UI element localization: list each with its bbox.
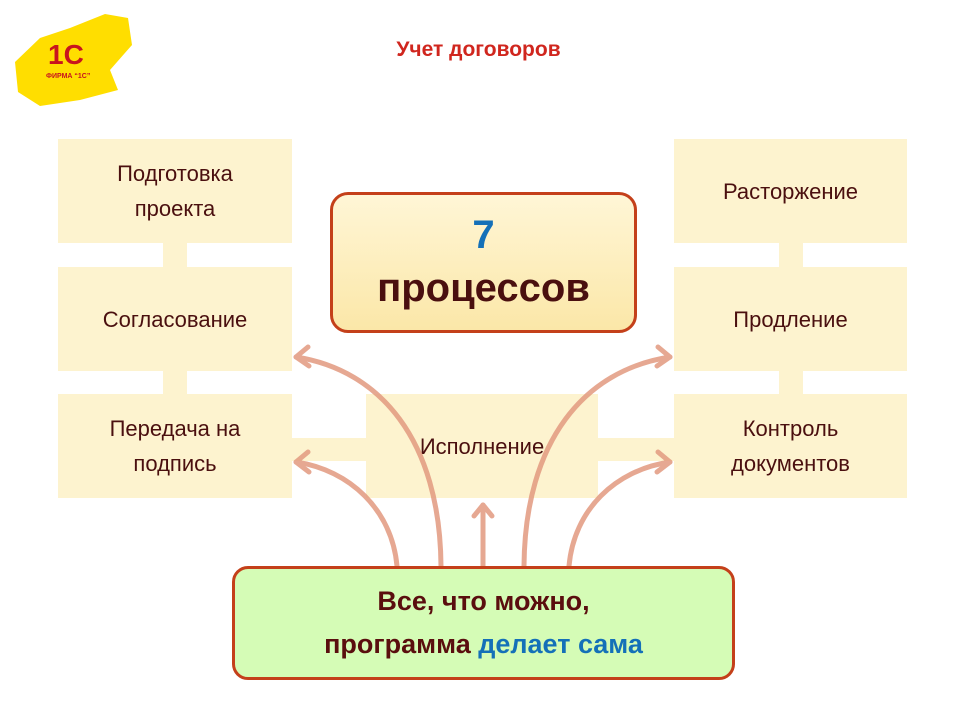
process-document-control: Контроль документов: [674, 394, 907, 498]
process-signing: Передача на подпись: [58, 394, 292, 498]
process-preparation: Подготовка проекта: [58, 139, 292, 243]
connector: [163, 243, 187, 267]
automation-box: Все, что можно, программа делает сама: [232, 566, 735, 680]
svg-text:1С: 1С: [48, 39, 84, 70]
logo-1c: 1С ФИРМА “1С”: [15, 14, 132, 106]
connector: [779, 371, 803, 394]
svg-text:ФИРМА “1С”: ФИРМА “1С”: [46, 73, 90, 80]
processes-count: 7: [472, 213, 495, 257]
automation-text: программа: [324, 629, 471, 659]
automation-highlight: делает сама: [478, 629, 643, 659]
process-approval: Согласование: [58, 267, 292, 371]
process-termination: Расторжение: [674, 139, 907, 243]
process-extension: Продление: [674, 267, 907, 371]
processes-count-box: 7 процессов: [330, 192, 637, 333]
processes-label: процессов: [377, 266, 590, 310]
connector: [163, 371, 187, 394]
automation-line1: Все, что можно,: [377, 586, 590, 616]
process-execution: Исполнение: [366, 394, 598, 498]
slide-title: Учет договоров: [396, 38, 561, 61]
automation-line2: программа делает сама: [235, 623, 732, 666]
connector: [779, 243, 803, 267]
